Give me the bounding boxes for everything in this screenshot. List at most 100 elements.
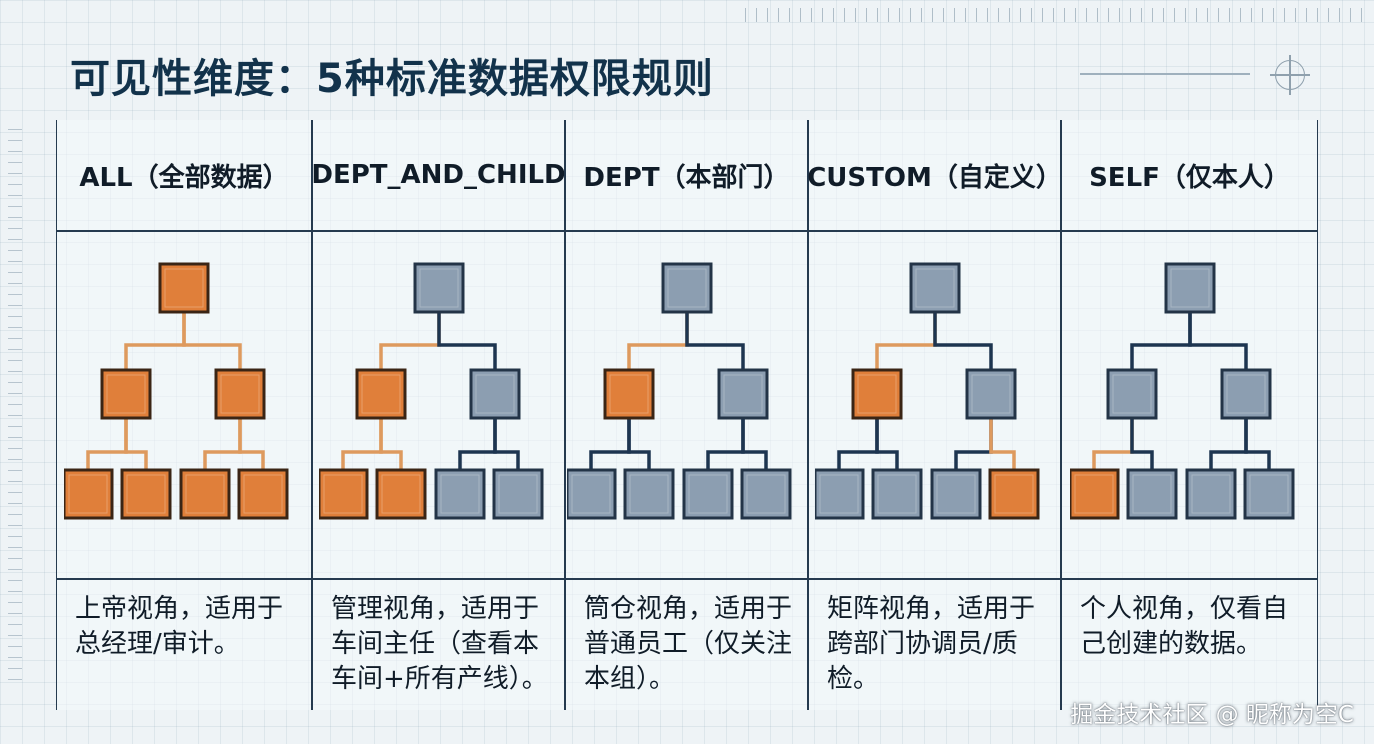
decorative-line [1080,73,1250,75]
description-line: 总经理/审计。 [75,629,240,659]
org-node-l1a-visible [603,368,654,420]
org-tree-diagram-all [64,262,289,520]
org-node-l2b-hidden [1126,468,1177,520]
org-node-l2a-hidden [814,468,864,520]
crosshair-icon [1270,55,1310,95]
tree-connector-l2c [1208,418,1248,470]
tree-connector-l1a [626,312,689,370]
org-node-l2d-visible [237,468,289,520]
tree-connector-l2c [203,418,242,470]
org-node-l1b-hidden [717,368,768,420]
tree-connector-l2c [457,418,497,470]
org-node-root-hidden [661,262,712,314]
tree-connector-l2b [124,418,148,470]
description-line: 己创建的数据。 [1080,629,1263,659]
org-node-l1b-visible [214,368,266,420]
org-node-l2c-hidden [1185,468,1236,520]
tree-connector-l2a [1091,418,1134,470]
tree-connector-l1a [874,312,937,370]
description-line: 车间主任（查看本 [331,629,540,659]
tree-cell-dept [566,232,809,580]
description-line: 本组）。 [584,664,676,694]
tree-connector-l1b [684,312,745,370]
description-line: 普通员工（仅关注 [584,629,793,659]
description-line: 上帝视角，适用于 [75,594,284,624]
description-line: 检。 [827,664,880,694]
tree-cell-dept-and-child [313,232,566,580]
description-line: 车间+所有产线）。 [331,664,548,694]
tree-connector-l1b [436,312,497,370]
tree-connector-l1a [1129,312,1192,370]
org-node-l2d-hidden [492,468,543,520]
org-node-l2b-hidden [871,468,922,520]
org-node-l1b-hidden [469,368,520,420]
rule-description-all: 上帝视角，适用于 总经理/审计。 [57,580,313,710]
rule-description-dept-and-child: 管理视角，适用于 车间主任（查看本 车间+所有产线）。 [313,580,566,710]
tree-connector-l2d [238,418,265,470]
tree-connector-l2a [836,418,879,470]
org-tree-diagram-custom [814,262,1039,520]
tree-connector-l2d [988,418,1016,470]
tree-connector-l2d [492,418,520,470]
org-node-l1b-hidden [965,368,1016,420]
description-line: 矩阵视角，适用于 [827,594,1036,624]
tree-cell-all [57,232,313,580]
tree-connector-l1b [182,312,242,370]
org-node-l1a-visible [355,368,406,420]
tree-connector-l2a [340,418,383,470]
tree-cell-self [1062,232,1317,580]
org-node-l1a-hidden [1106,368,1157,420]
description-line: 筒仓视角，适用于 [584,594,793,624]
description-line: 个人视角，仅看自 [1080,594,1289,624]
rule-description-self: 个人视角，仅看自 己创建的数据。 [1062,580,1317,710]
org-node-l2b-visible [120,468,172,520]
tree-connector-l2b [378,418,403,470]
tree-connector-l2c [705,418,745,470]
tree-connector-l2d [740,418,768,470]
tree-connector-l2c [953,418,993,470]
org-node-l2d-hidden [1243,468,1294,520]
org-node-l1a-visible [100,368,152,420]
tree-connector-l2d [1243,418,1271,470]
rule-description-custom: 矩阵视角，适用于 跨部门协调员/质 检。 [809,580,1062,710]
org-node-l1a-visible [851,368,902,420]
org-node-root-hidden [413,262,464,314]
tree-connector-l1b [932,312,993,370]
tree-connector-l1a [124,312,186,370]
org-node-l2a-visible [1069,468,1119,520]
org-node-l2b-hidden [623,468,674,520]
tree-connector-l2b [874,418,899,470]
rule-header-dept: DEPT（本部门） [566,120,809,232]
org-node-l2c-hidden [930,468,981,520]
tree-connector-l2b [1129,418,1154,470]
org-node-l2c-visible [179,468,231,520]
rule-header-dept-and-child: DEPT_AND_CHILD [311,120,566,232]
watermark: 掘金技术社区 @ 昵称为空C [1070,702,1354,728]
tree-connector-l1a [378,312,441,370]
org-tree-diagram-dept [566,262,791,520]
top-ruler-decoration [745,8,1365,22]
org-node-l2a-visible [318,468,368,520]
tree-connector-l1b [1187,312,1248,370]
org-tree-diagram-dept-and-child [318,262,543,520]
left-ruler-decoration [8,120,22,680]
permission-rules-table: ALL（全部数据） DEPT_AND_CHILD DEPT（本部门） CUSTO… [56,120,1318,710]
rule-header-all: ALL（全部数据） [57,120,313,232]
org-node-l2c-hidden [682,468,733,520]
tree-connector-l2a [86,418,128,470]
org-node-l1b-hidden [1220,368,1271,420]
org-node-root-visible [158,262,210,314]
org-node-l2c-hidden [434,468,485,520]
org-tree-diagram-self [1069,262,1294,520]
org-node-l2d-visible [988,468,1039,520]
tree-cell-custom [809,232,1062,580]
rule-description-dept: 筒仓视角，适用于 普通员工（仅关注 本组）。 [566,580,809,710]
org-node-l2b-visible [375,468,426,520]
rule-header-self: SELF（仅本人） [1062,120,1317,232]
org-node-l2a-visible [64,468,114,520]
description-line: 管理视角，适用于 [331,594,540,624]
org-node-root-hidden [1164,262,1215,314]
description-line: 跨部门协调员/质 [827,629,1018,659]
tree-connector-l2b [626,418,651,470]
org-node-l2d-hidden [740,468,791,520]
